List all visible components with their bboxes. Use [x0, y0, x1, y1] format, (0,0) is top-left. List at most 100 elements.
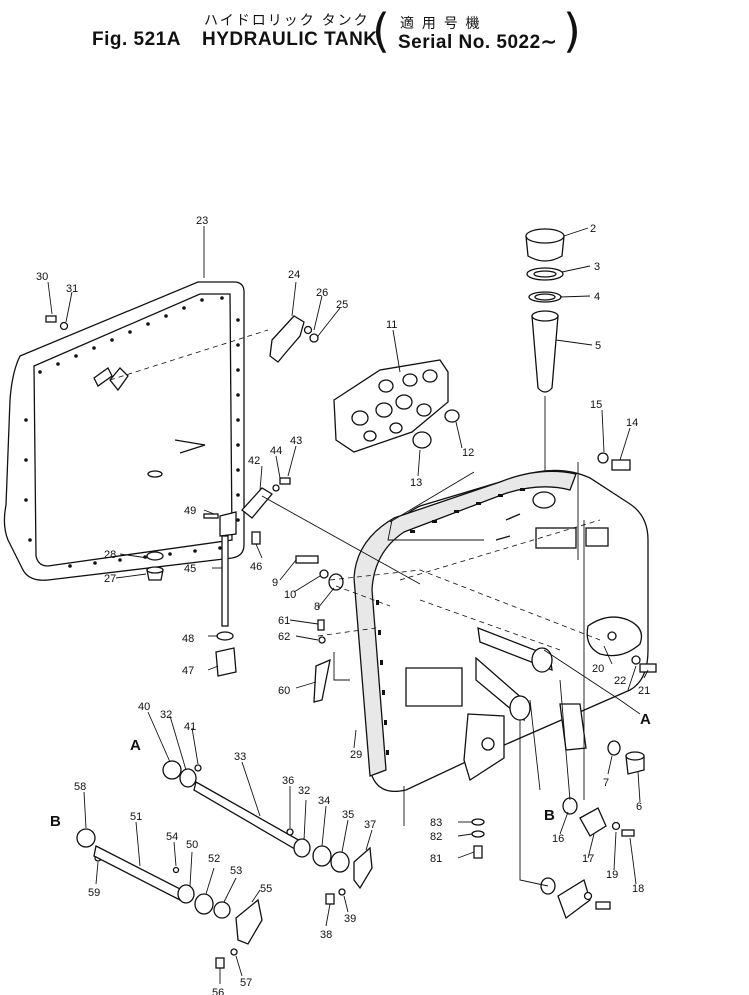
- close-paren: ): [563, 4, 581, 58]
- callout-41: 41: [184, 721, 196, 733]
- callout-36: 36: [282, 775, 294, 787]
- callout-19: 19: [606, 869, 618, 881]
- lever-60-61-62: [313, 619, 331, 703]
- callout-56: 56: [212, 987, 224, 995]
- callout-38: 38: [320, 929, 332, 941]
- callout-18: 18: [632, 883, 644, 895]
- serial-range: Serial No. 5022∼: [398, 32, 558, 53]
- callout-30: 30: [36, 271, 48, 283]
- callout-61: 61: [278, 615, 290, 627]
- callout-40: 40: [138, 701, 150, 713]
- callout-28: 28: [104, 549, 116, 561]
- callout-58: 58: [74, 781, 86, 793]
- callout-55: 55: [260, 883, 272, 895]
- mark-a-right: A: [640, 711, 651, 728]
- callout-21: 21: [638, 685, 650, 697]
- callout-54: 54: [166, 831, 178, 843]
- callout-49: 49: [184, 505, 196, 517]
- bolts-21-22-14-15: [597, 452, 657, 673]
- plug-6-7: [607, 740, 645, 775]
- callout-27: 27: [104, 573, 116, 585]
- shaft-33-assembly: [162, 760, 373, 905]
- callout-33: 33: [234, 751, 246, 763]
- open-paren: (: [372, 4, 390, 58]
- callout-34: 34: [318, 795, 330, 807]
- callout-8: 8: [314, 601, 320, 613]
- callout-32a: 32: [160, 709, 172, 721]
- callout-9: 9: [272, 577, 278, 589]
- callout-26: 26: [316, 287, 328, 299]
- callout-37: 37: [364, 819, 376, 831]
- mark-a-left: A: [130, 737, 141, 754]
- callout-59: 59: [88, 887, 100, 899]
- cover-bolt-holes: [24, 296, 240, 568]
- tank-body: [353, 469, 649, 793]
- mark-b-left: B: [50, 813, 61, 830]
- callout-44: 44: [270, 445, 282, 457]
- callout-15: 15: [590, 399, 602, 411]
- callout-51: 51: [130, 811, 142, 823]
- callout-7: 7: [603, 777, 609, 789]
- callout-31: 31: [66, 283, 78, 295]
- callout-35: 35: [342, 809, 354, 821]
- callout-60: 60: [278, 685, 290, 697]
- callout-23: 23: [196, 215, 208, 227]
- shaft-51-assembly: [76, 828, 263, 969]
- tank-rim-holes: [376, 488, 525, 755]
- callout-47: 47: [182, 665, 194, 677]
- callout-5: 5: [595, 340, 601, 352]
- callout-32b: 32: [298, 785, 310, 797]
- bracket-24: [269, 315, 305, 363]
- callout-17: 17: [582, 853, 594, 865]
- applicability-label: 適 用 号 機: [400, 15, 482, 31]
- bolt-9-10-washer-8: [295, 555, 344, 591]
- callout-53: 53: [230, 865, 242, 877]
- cover-plate-20: [586, 616, 643, 657]
- callout-2: 2: [590, 223, 596, 235]
- callout-45: 45: [184, 563, 196, 575]
- callout-50: 50: [186, 839, 198, 851]
- callout-4: 4: [594, 291, 600, 303]
- callout-13: 13: [410, 477, 422, 489]
- callout-62: 62: [278, 631, 290, 643]
- callout-10: 10: [284, 589, 296, 601]
- callout-12: 12: [462, 447, 474, 459]
- callout-82: 82: [430, 831, 442, 843]
- callout-6: 6: [636, 801, 642, 813]
- callout-42: 42: [248, 455, 260, 467]
- callout-leaders: [47, 226, 649, 984]
- callout-39: 39: [344, 913, 356, 925]
- callout-46: 46: [250, 561, 262, 573]
- callout-16: 16: [552, 833, 564, 845]
- callout-14: 14: [626, 417, 638, 429]
- callout-3: 3: [594, 261, 600, 273]
- callout-22: 22: [614, 675, 626, 687]
- drain-plug-27-28: [146, 551, 164, 581]
- callout-83: 83: [430, 817, 442, 829]
- callout-48: 48: [182, 633, 194, 645]
- o-rings-12-13: [412, 409, 460, 449]
- callout-25: 25: [336, 299, 348, 311]
- callout-29: 29: [350, 749, 362, 761]
- strainer-5: [531, 310, 559, 393]
- callout-24: 24: [288, 269, 300, 281]
- valve-block-11: [333, 359, 449, 453]
- callout-numbers: 2 3 4 5 6 7 8 9 10 11 12 13 14 15 16 17 …: [36, 215, 650, 995]
- figure-number: Fig. 521A: [92, 29, 181, 50]
- callout-52: 52: [208, 853, 220, 865]
- callout-11: 11: [386, 319, 397, 331]
- title-japanese: ハイドロリック タンク: [204, 12, 370, 28]
- tank-cover-23: [3, 281, 245, 581]
- filler-cap-2: [525, 228, 565, 262]
- lever-42-links-43-44: [241, 477, 291, 519]
- bolts-25-26-30-31: [45, 315, 319, 387]
- mark-b-right: B: [544, 807, 555, 824]
- figure-title: HYDRAULIC TANK: [202, 29, 378, 50]
- callout-81: 81: [430, 853, 442, 865]
- callout-57: 57: [240, 977, 252, 989]
- callout-43: 43: [290, 435, 302, 447]
- gaskets-3-4: [526, 267, 564, 303]
- section-marks: A A B B: [50, 711, 651, 830]
